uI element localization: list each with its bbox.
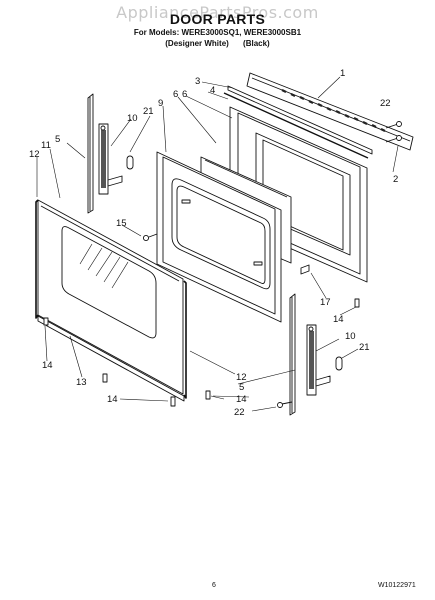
variant-black: (Black) <box>243 39 270 48</box>
leader-lines <box>36 76 399 412</box>
part-top-channel <box>227 85 373 155</box>
callout-11: 11 <box>41 140 51 151</box>
callout-12-top: 12 <box>29 149 40 160</box>
callout-13-bottom: 14 <box>107 394 118 405</box>
part-right-hinge-channel <box>289 293 296 416</box>
watermark: AppliancePartsPros.com <box>116 3 319 22</box>
callout-4: 4 <box>210 85 215 96</box>
document-id: W10122971 <box>378 582 416 589</box>
part-bracket-17 <box>300 264 310 275</box>
callout-3: 3 <box>195 76 200 87</box>
page-number: 6 <box>212 582 216 589</box>
part-left-side-trim <box>35 199 39 319</box>
callout-13-bottom-right: 14 <box>236 394 247 405</box>
callout-22-top: 22 <box>380 98 391 109</box>
callout-6b: 6 <box>182 89 187 100</box>
part-window-frame <box>156 151 282 323</box>
part-right-hinge <box>306 324 331 396</box>
callout-21-top: 21 <box>143 106 154 117</box>
callout-13-left: 14 <box>42 360 53 371</box>
part-vent-trim <box>246 72 414 151</box>
part-left-hinge-channel <box>87 93 94 214</box>
callout-labels: 1 22 2 3 4 6 6 9 21 10 5 11 12 15 17 14 … <box>29 68 398 418</box>
part-screws-22 <box>277 121 402 408</box>
callout-5-top: 5 <box>55 134 60 145</box>
part-right-hinge-pin <box>335 356 343 371</box>
model-variants: (Designer White) (Black) <box>0 39 435 48</box>
callout-1: 1 <box>340 68 345 79</box>
callout-17: 17 <box>320 297 331 308</box>
page-title: DOOR PARTS <box>169 11 266 27</box>
part-top-seal <box>223 92 369 159</box>
callout-12-right: 12 <box>236 372 247 383</box>
callout-21-right: 21 <box>359 342 370 353</box>
callout-9: 9 <box>158 98 163 109</box>
callout-22-bottom: 22 <box>234 407 245 418</box>
part-bottom-trim <box>37 315 185 402</box>
variant-designer-white: (Designer White) <box>165 39 229 48</box>
callout-2: 2 <box>393 174 398 185</box>
part-left-hinge-pin <box>126 155 134 170</box>
models-line: For Models: WERE3000SQ1, WERE3000SB1 <box>133 28 302 37</box>
callout-13-right: 14 <box>333 314 344 325</box>
callout-10-top: 10 <box>127 113 138 124</box>
part-left-hinge <box>98 123 123 195</box>
callout-10-right: 10 <box>345 331 356 342</box>
callout-15: 15 <box>116 218 127 229</box>
part-outer-door <box>37 199 184 395</box>
part-right-side-trim <box>183 280 187 399</box>
callout-5-right: 5 <box>239 382 244 393</box>
callout-14: 13 <box>76 377 87 388</box>
callout-6: 6 <box>173 89 178 100</box>
part-screws-13 <box>43 298 360 407</box>
part-screw-15 <box>142 233 158 242</box>
